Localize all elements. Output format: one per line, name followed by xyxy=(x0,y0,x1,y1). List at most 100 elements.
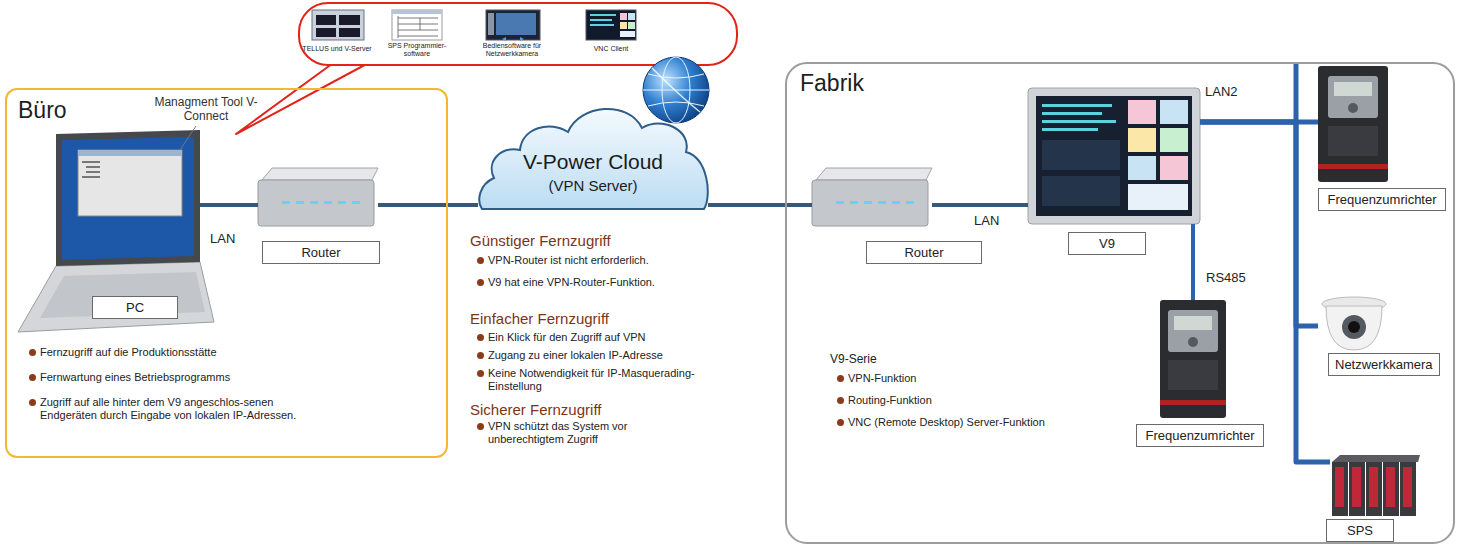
bullet-dot xyxy=(477,334,484,341)
inverter-illustration-part xyxy=(1318,66,1388,182)
router-illustration-part xyxy=(836,201,844,204)
hmi-panel-illustration-part xyxy=(1028,88,1200,224)
bullet-dot xyxy=(29,399,36,406)
factory-region: FabrikRouterV9FrequenzumrichterNetzwerkk… xyxy=(785,62,1455,544)
screenshot-vnc-part xyxy=(628,22,635,29)
vpn-cloud: V-Power Cloud(VPN Server) xyxy=(478,92,708,210)
screenshot-caption: Bediensoftware für Netzwerkkamera xyxy=(476,42,548,58)
plc-illustration-part xyxy=(1366,462,1382,516)
inverter-illustration-part xyxy=(1328,76,1378,118)
screenshot-camera-software-part xyxy=(496,13,536,35)
screenshot-plc-software xyxy=(392,10,442,40)
hmi-panel-illustration xyxy=(1028,88,1200,224)
router-illustration-part xyxy=(296,201,304,204)
hmi-panel-illustration-part xyxy=(1128,100,1156,124)
router-illustration-part xyxy=(324,201,332,204)
bullet-text: Zugang zu einer lokalen IP-Adresse xyxy=(488,349,728,362)
laptop-illustration-part xyxy=(180,126,196,150)
inverter-illustration xyxy=(1318,66,1388,182)
router-illustration-part xyxy=(812,180,928,226)
bullet-text: VNC (Remote Desktop) Server-Funktion xyxy=(848,416,1088,429)
globe-icon xyxy=(643,57,709,123)
plc-illustration-part xyxy=(1400,462,1416,516)
laptop-illustration-part xyxy=(62,137,194,260)
laptop-illustration-part xyxy=(78,150,182,156)
hmi-panel-illustration-part xyxy=(1160,156,1188,180)
inverter-illustration-part xyxy=(1174,316,1212,330)
screenshot-plc-software-part xyxy=(398,16,399,38)
hmi-panel-illustration-part xyxy=(1042,128,1098,131)
device-label: PC xyxy=(92,296,178,319)
router-illustration-part xyxy=(864,201,872,204)
hmi-panel-illustration-part xyxy=(1042,104,1112,107)
series-title: V9-Serie xyxy=(830,352,877,366)
network-cable xyxy=(378,203,478,207)
hmi-panel-illustration-part xyxy=(1128,156,1156,180)
laptop-illustration-part xyxy=(78,150,182,216)
screenshot-caption: VNC Client xyxy=(580,45,642,53)
laptop-illustration-part xyxy=(86,171,100,173)
hmi-panel-illustration-part xyxy=(1036,96,1192,216)
router-illustration-part xyxy=(258,180,374,226)
network-cable xyxy=(1200,122,1318,326)
device-label: Frequenzumrichter xyxy=(1318,188,1446,211)
inverter-illustration-part xyxy=(1328,126,1378,156)
router-illustration xyxy=(812,168,932,226)
connection-label: LAN xyxy=(208,231,237,246)
bullet-text: Ein Klick für den Zugriff auf VPN xyxy=(488,331,728,344)
screenshot-vnc-part xyxy=(620,22,627,29)
device-label: Router xyxy=(866,241,982,264)
bullet-dot xyxy=(477,423,484,430)
bullet-dot xyxy=(29,374,36,381)
cloud-title: V-Power Cloud xyxy=(478,150,708,174)
inverter-illustration-part xyxy=(1168,310,1218,352)
laptop-illustration-part xyxy=(18,262,214,332)
bullet-dot xyxy=(29,349,36,356)
bullet-text: Fernwartung eines Betriebsprogramms xyxy=(40,371,315,384)
screenshot-plc-software-part xyxy=(392,10,442,14)
screenshot-vnc-part xyxy=(590,19,612,21)
inverter-illustration-part xyxy=(1334,82,1372,96)
plc-illustration xyxy=(1332,455,1420,516)
camera-illustration-part xyxy=(1348,321,1360,333)
router-illustration-part xyxy=(878,201,886,204)
network-cable xyxy=(1200,122,1330,462)
laptop-illustration-part xyxy=(56,130,200,266)
callout-bubble-fill xyxy=(236,4,736,134)
device-label: SPS xyxy=(1326,519,1394,542)
inverter-illustration-part xyxy=(1160,300,1226,418)
router-illustration-part xyxy=(310,201,318,204)
router-illustration-part xyxy=(906,201,914,204)
frequency-inverter: Frequenzumrichter xyxy=(1160,300,1226,418)
hmi-panel-illustration-part xyxy=(1160,128,1188,152)
bullet-dot xyxy=(477,352,484,359)
bus-line-stub xyxy=(1296,63,1297,124)
globe-icon-part xyxy=(662,57,690,123)
hmi-panel-illustration-part xyxy=(1128,184,1188,210)
camera-illustration-part xyxy=(1326,306,1382,350)
laptop-illustration-part xyxy=(82,161,100,163)
plc-illustration-part xyxy=(1403,467,1412,507)
bullet-text: VPN schützt das System vor unberechtigte… xyxy=(488,420,658,446)
region-title: Fabrik xyxy=(800,70,864,96)
router-illustration-part xyxy=(262,168,378,180)
screenshot-vnc xyxy=(586,10,636,40)
screenshot-vnc-part xyxy=(590,24,614,26)
plc-illustration-part xyxy=(1383,462,1399,516)
router-illustration-part xyxy=(816,168,932,180)
bullet-text: V9 hat eine VPN-Router-Funktion. xyxy=(488,276,728,289)
plc-illustration-part xyxy=(1352,467,1361,507)
router-illustration-part xyxy=(850,201,858,204)
screenshot-caption: SPS Programmier-software xyxy=(385,42,449,58)
router-illustration xyxy=(258,168,378,226)
screenshot-plc-software-part xyxy=(420,18,421,30)
plc-illustration-part xyxy=(1335,467,1344,507)
screenshot-camera-software-part xyxy=(502,37,524,41)
screenshot-plc-software-part xyxy=(398,30,438,31)
router-illustration-part xyxy=(338,201,346,204)
network-cable xyxy=(1191,224,1195,300)
plc-illustration-part xyxy=(1369,467,1378,507)
inverter-illustration-part xyxy=(1318,164,1388,169)
screenshot-tellus xyxy=(312,10,364,40)
